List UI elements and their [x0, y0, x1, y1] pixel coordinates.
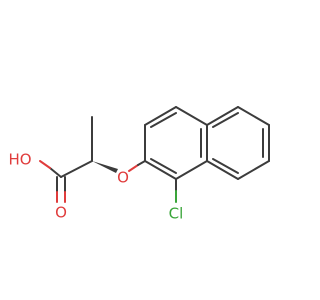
chlorine-label: Cl: [169, 205, 184, 223]
bond-o-naph-oxygen: [128, 164, 139, 172]
bond-chiral-carboxyl: [60, 160, 93, 178]
ring-a-c3-c4: [144, 106, 177, 126]
ring-b-inner-c4a-c5: [212, 112, 239, 128]
ring-b-c8-c8a: [206, 160, 239, 180]
ring-b-c5-c6: [237, 106, 270, 126]
bond-o-naph-carbon: [137, 160, 146, 166]
wedge-bond-ether: [92, 161, 118, 173]
bond-c-oh-oxygen: [39, 160, 51, 169]
ring-b-c4a-c5: [206, 106, 239, 126]
ring-a-inner-c3-c4: [150, 112, 177, 128]
ring-a-c4-c4a: [175, 106, 208, 126]
ring-a-c1-c2: [144, 160, 177, 180]
hydroxyl-label: HO: [8, 151, 31, 169]
structure-canvas: HO O O Cl: [8, 106, 270, 223]
ring-a-c8a-c1: [175, 160, 208, 180]
molecule-drawing: HO O O Cl: [8, 106, 270, 223]
ether-oxygen-label: O: [117, 169, 129, 187]
ring-b-c7-c8: [237, 160, 270, 180]
carbonyl-oxygen-label: O: [55, 204, 67, 222]
ring-a-inner-c1-c2: [150, 158, 177, 174]
ring-b-inner-c8-c8a: [212, 158, 239, 174]
bond-c-oh-carbon: [49, 167, 62, 178]
